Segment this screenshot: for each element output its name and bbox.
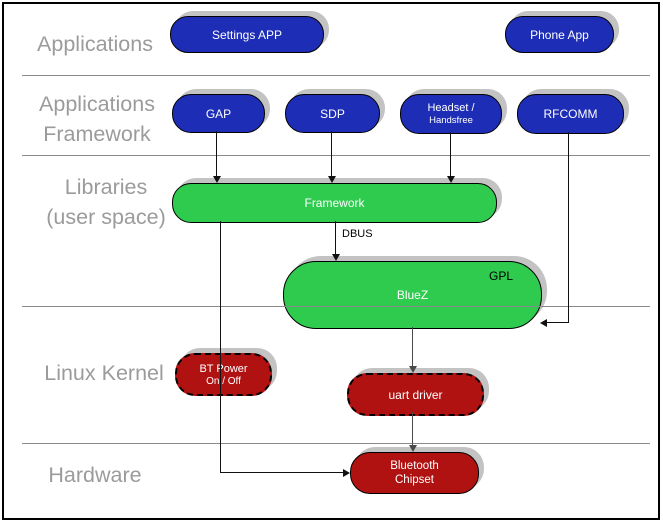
layer-label-linux-kernel: Linux Kernel [44, 361, 164, 385]
node-phone-app: Phone App [505, 16, 614, 53]
node-label: On / Off [206, 375, 241, 387]
connector-uart-chipset [412, 412, 413, 446]
node-label: Settings APP [211, 27, 283, 42]
connector-gap-framework [216, 131, 217, 177]
connector-rfcomm-bluez-vertical [568, 132, 569, 323]
connector-headset-framework [450, 132, 451, 177]
node-sdp: SDP [285, 94, 380, 133]
node-label: uart driver [388, 387, 443, 402]
layer-label-libraries-user-space: Libraries (user space) [46, 175, 166, 229]
node-label: BlueZ [396, 288, 429, 302]
node-bluetooth-chipset: Bluetooth Chipset [350, 452, 479, 494]
connector-rfcomm-bluez-horizontal [547, 322, 569, 323]
arrowhead-framework-chipset [343, 469, 350, 477]
node-bt-power-on-off: BT Power On / Off [175, 353, 272, 396]
node-label: Phone App [530, 27, 589, 42]
node-label: Framework [304, 196, 365, 210]
arrowhead-uart-chipset [409, 445, 417, 452]
node-label: SDP [320, 106, 345, 121]
connector-framework-bluez [335, 221, 336, 255]
connector-framework-chipset-horizontal [220, 472, 344, 473]
node-label: Bluetooth [390, 460, 439, 472]
node-settings-app: Settings APP [170, 16, 324, 53]
arrowhead-rfcomm-bluez [540, 319, 547, 327]
node-label: GAP [205, 106, 232, 121]
layer-divider [22, 155, 650, 156]
node-rfcomm: RFCOMM [517, 94, 624, 134]
node-headset-handsfree: Headset / Handsfree [400, 94, 502, 134]
layer-label-hardware: Hardware [48, 463, 142, 487]
node-bluez: GPL BlueZ [283, 261, 542, 329]
layer-divider [22, 75, 650, 76]
node-framework: Framework [172, 183, 497, 223]
layer-label-applications-framework: Applications Framework [39, 92, 155, 146]
node-label: Headset / [427, 102, 475, 114]
connector-sdp-framework [331, 131, 332, 177]
arrowhead-bluez-uart [409, 366, 417, 373]
node-label: RFCOMM [543, 107, 598, 121]
layer-divider [22, 443, 650, 444]
node-gap: GAP [172, 94, 265, 133]
node-label: Handsfree [429, 115, 473, 126]
edge-label-dbus: DBUS [342, 228, 373, 240]
connector-bluez-uart [412, 327, 413, 367]
layer-label-applications: Applications [37, 32, 153, 56]
node-label: BT Power [199, 362, 248, 375]
arrowhead-headset-framework [447, 176, 455, 183]
node-uart-driver: uart driver [347, 373, 484, 416]
layer-divider [22, 306, 650, 307]
arrowhead-sdp-framework [328, 176, 336, 183]
gpl-badge: GPL [488, 269, 513, 283]
connector-framework-chipset-vertical [220, 221, 221, 473]
arrowhead-gap-framework [213, 176, 221, 183]
arrowhead-framework-bluez [332, 254, 340, 261]
node-label: Chipset [395, 474, 434, 486]
